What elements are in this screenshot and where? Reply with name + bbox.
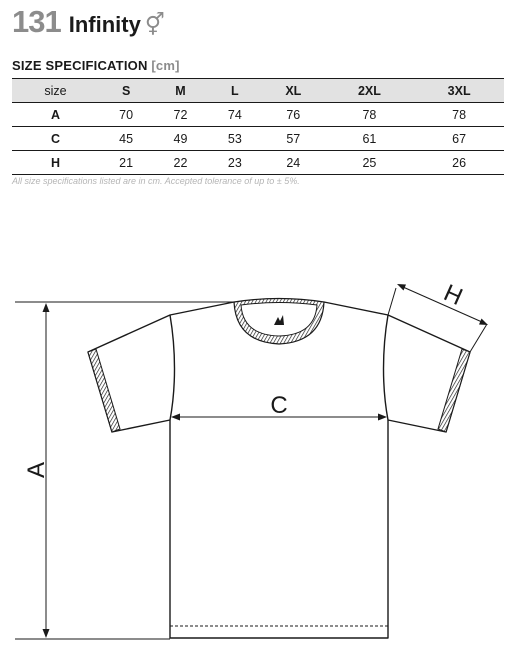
product-header: 131 Infinity ⚥	[12, 4, 165, 44]
column-header-s: S	[98, 78, 154, 103]
row-label-a: A	[12, 102, 99, 127]
table-cell: 74	[207, 102, 263, 127]
tolerance-note: All size specifications listed are in cm…	[12, 176, 300, 186]
table-cell: 45	[98, 126, 154, 151]
tshirt-outline	[87, 301, 471, 639]
table-cell: 78	[324, 102, 415, 127]
table-cell: 22	[153, 150, 208, 175]
unisex-icon: ⚥	[144, 13, 165, 38]
table-cell: 49	[153, 126, 208, 151]
table-cell: 21	[98, 150, 154, 175]
table-row: H 21 22 23 24 25 26	[12, 150, 504, 175]
table-row: C 45 49 53 57 61 67	[12, 126, 504, 151]
table-cell: 57	[262, 126, 325, 151]
column-header-m: M	[153, 78, 208, 103]
product-code: 131	[12, 4, 62, 39]
row-label-c: C	[12, 126, 99, 151]
table-row: A 70 72 74 76 78 78	[12, 102, 504, 127]
size-table-header-row: size S M L XL 2XL 3XL	[12, 78, 504, 103]
brand-logo	[274, 315, 284, 325]
column-header-l: L	[207, 78, 263, 103]
dimension-a	[15, 301, 234, 640]
table-cell: 53	[207, 126, 263, 151]
dimension-a-label: A	[23, 462, 50, 478]
column-header-2xl: 2XL	[324, 78, 415, 103]
product-name: Infinity	[68, 12, 141, 37]
right-sleeve-cuff	[437, 348, 471, 433]
dimension-h	[387, 284, 488, 353]
column-header-3xl: 3XL	[414, 78, 504, 103]
row-label-h: H	[12, 150, 99, 175]
column-header-xl: XL	[262, 78, 325, 103]
column-header-size: size	[12, 78, 99, 103]
table-cell: 26	[414, 150, 504, 175]
table-cell: 70	[98, 102, 154, 127]
size-spec-title-text: SIZE SPECIFICATION	[12, 58, 148, 73]
table-cell: 78	[414, 102, 504, 127]
dimension-c-label: C	[270, 392, 287, 419]
size-table: size S M L XL 2XL 3XL A 70 72 74 76 78 7…	[12, 78, 504, 175]
table-cell: 23	[207, 150, 263, 175]
table-cell: 61	[324, 126, 415, 151]
size-spec-unit: [cm]	[151, 58, 180, 73]
table-cell: 76	[262, 102, 325, 127]
table-cell: 25	[324, 150, 415, 175]
collar	[233, 297, 325, 345]
left-sleeve-cuff	[87, 348, 121, 433]
table-cell: 67	[414, 126, 504, 151]
tshirt-size-diagram: A C H	[15, 279, 488, 640]
size-spec-title: SIZE SPECIFICATION [cm]	[12, 58, 180, 73]
table-cell: 24	[262, 150, 325, 175]
dimension-c	[171, 413, 387, 421]
dimension-h-label: H	[440, 279, 467, 311]
table-cell: 72	[153, 102, 208, 127]
